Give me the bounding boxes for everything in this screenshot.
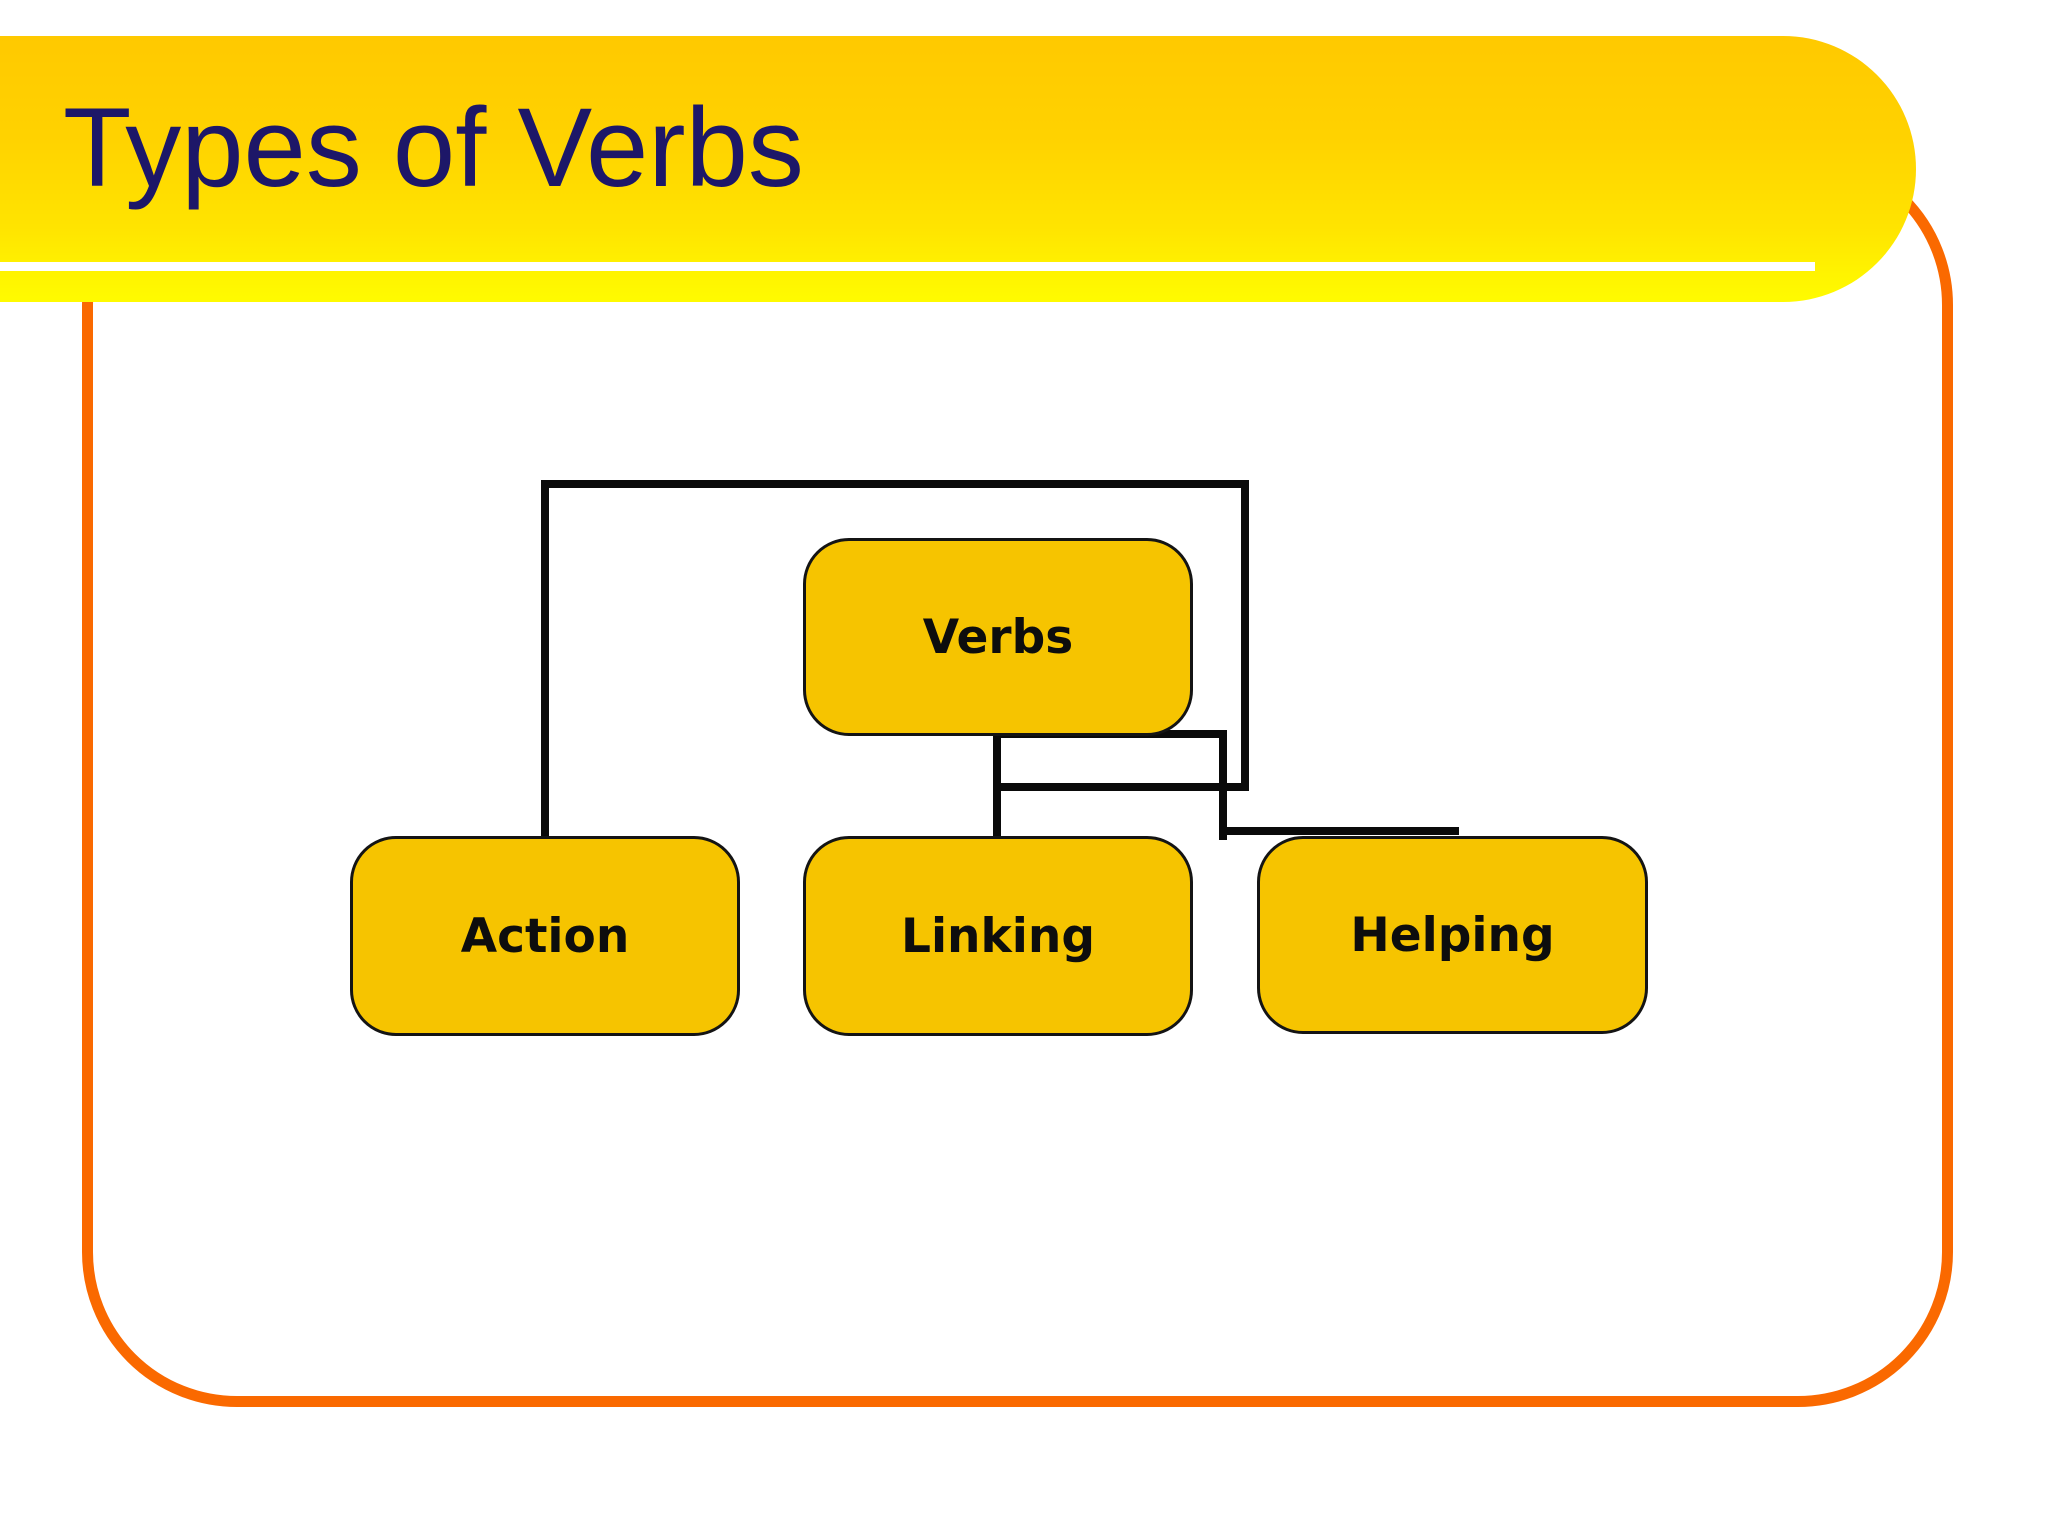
node-linking-label: Linking: [901, 908, 1095, 964]
banner-divider-line: [0, 262, 1815, 271]
node-helping: Helping: [1257, 836, 1648, 1034]
node-action: Action: [350, 836, 740, 1036]
connector-verbs-to-linking: [993, 728, 1001, 840]
title-banner: [0, 36, 1916, 302]
node-linking: Linking: [803, 836, 1193, 1036]
connector-outer-right: [1241, 480, 1249, 791]
slide-title: Types of Verbs: [63, 85, 804, 210]
node-verbs-label: Verbs: [922, 609, 1074, 665]
node-action-label: Action: [460, 908, 630, 964]
node-helping-label: Helping: [1350, 907, 1555, 963]
content-frame-border: [82, 150, 1953, 1407]
connector-to-helping: [1219, 827, 1459, 835]
connector-outer-top: [541, 480, 1249, 488]
node-verbs: Verbs: [803, 538, 1193, 736]
connector-outer-left-to-action: [541, 480, 549, 838]
connector-mid-horizontal: [993, 783, 1249, 791]
connector-step-vertical: [1219, 730, 1227, 840]
